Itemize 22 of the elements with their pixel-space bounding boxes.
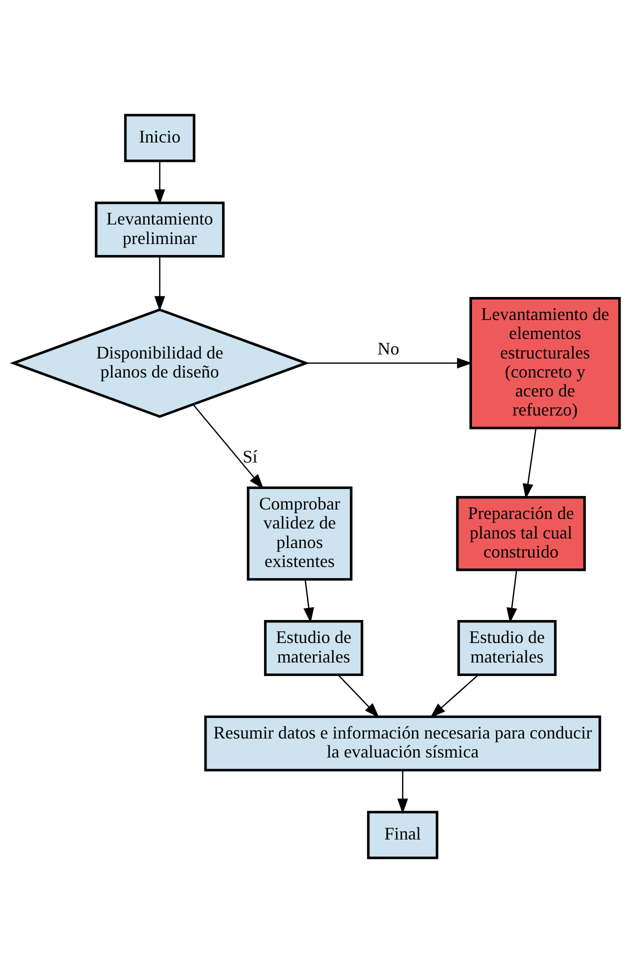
arrow bbox=[522, 428, 537, 499]
arrow bbox=[397, 770, 408, 814]
node-box: Preparación de planos tal cual construido bbox=[456, 496, 586, 571]
node-box: Levantamiento preliminar bbox=[94, 201, 225, 258]
node-box: Resumir datos e información necesaria para conducir la evaluación sísmica bbox=[204, 714, 602, 771]
node-box: Inicio bbox=[124, 113, 196, 162]
node-box: Comprobar validez de planos existentes bbox=[246, 486, 352, 580]
arrow bbox=[154, 256, 166, 311]
arrow bbox=[338, 674, 380, 718]
node-box: Levantamiento de elementos estructurales (concreto y acero de refuerzo) bbox=[469, 296, 621, 429]
arrow bbox=[154, 160, 166, 204]
node-box: Estudio de materiales bbox=[264, 620, 364, 676]
node-box: Estudio de materiales bbox=[457, 620, 557, 676]
arrow bbox=[430, 674, 478, 718]
node-diamond: Disponibilidad de planos de diseño bbox=[10, 308, 310, 418]
arrow bbox=[303, 578, 314, 622]
arrow bbox=[306, 357, 472, 368]
arrow bbox=[506, 570, 518, 623]
arrow bbox=[192, 404, 264, 489]
node-box: Final bbox=[367, 810, 438, 859]
edge-label: No bbox=[377, 338, 400, 358]
edge-label: Sí bbox=[242, 446, 258, 466]
